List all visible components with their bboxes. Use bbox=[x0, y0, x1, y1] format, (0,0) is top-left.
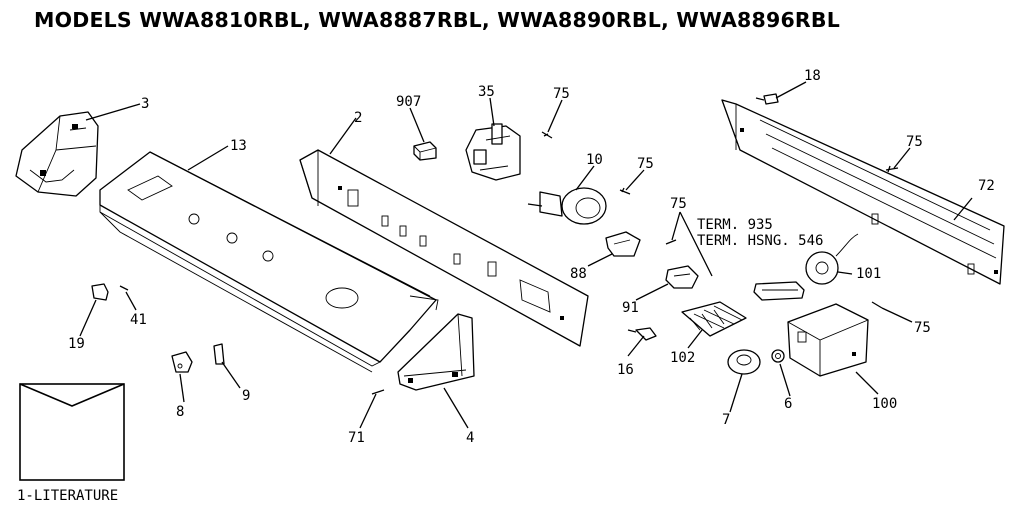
part-6-washer bbox=[771, 349, 785, 363]
callout-3: 3 bbox=[141, 96, 149, 112]
callout-91: 91 bbox=[622, 300, 639, 316]
callout-18: 18 bbox=[804, 68, 821, 84]
screw-75-e bbox=[871, 301, 883, 309]
leader-lines bbox=[79, 81, 973, 429]
callout-75-d: 75 bbox=[670, 196, 687, 212]
callout-907: 907 bbox=[396, 94, 421, 110]
note-term-935: TERM. 935 bbox=[697, 217, 773, 233]
callout-35: 35 bbox=[478, 84, 495, 100]
part-88-bracket bbox=[605, 231, 641, 257]
terminal-notes: TERM. 935 TERM. HSNG. 546 bbox=[697, 217, 823, 249]
diagram-title: MODELS WWA8810RBL, WWA8887RBL, WWA8890RB… bbox=[34, 8, 840, 32]
part-102-terminal-block bbox=[681, 301, 747, 337]
screw-75-d bbox=[885, 165, 899, 173]
callout-100: 100 bbox=[872, 396, 897, 412]
part-7-knob bbox=[727, 349, 761, 375]
literature-label: 1-LITERATURE bbox=[17, 488, 118, 504]
part-2-console-back bbox=[299, 149, 589, 347]
part-8-button bbox=[171, 351, 193, 373]
callout-19: 19 bbox=[68, 336, 85, 352]
part-3-end-cap bbox=[15, 111, 99, 197]
part-4-end-cap bbox=[397, 313, 475, 391]
callout-2: 2 bbox=[354, 110, 362, 126]
part-907-clip bbox=[413, 141, 437, 161]
screw-75-c bbox=[665, 239, 677, 245]
part-10-timer-motor bbox=[527, 187, 607, 225]
callout-72: 72 bbox=[978, 178, 995, 194]
part-101-motor bbox=[805, 233, 859, 285]
callout-102: 102 bbox=[670, 350, 695, 366]
callout-8: 8 bbox=[176, 404, 184, 420]
callout-75-a: 75 bbox=[553, 86, 570, 102]
callout-75-b: 75 bbox=[637, 156, 654, 172]
part-13-console-panel bbox=[99, 151, 439, 373]
callout-75-e: 75 bbox=[914, 320, 931, 336]
callout-labels: 3 13 2 907 35 75 10 75 18 75 72 75 88 91… bbox=[68, 68, 995, 446]
callout-88: 88 bbox=[570, 266, 587, 282]
callout-13: 13 bbox=[230, 138, 247, 154]
part-18-screw bbox=[755, 93, 779, 105]
part-72-rear-bracket bbox=[721, 99, 1005, 285]
callout-7: 7 bbox=[722, 412, 730, 428]
literature-envelope-icon bbox=[19, 383, 125, 481]
callout-101: 101 bbox=[856, 266, 881, 282]
part-91-switch bbox=[665, 265, 699, 289]
part-71-screw bbox=[371, 389, 385, 395]
callout-4: 4 bbox=[466, 430, 474, 446]
part-41-screw bbox=[119, 285, 129, 291]
part-9-clip bbox=[213, 343, 225, 365]
callout-71: 71 bbox=[348, 430, 365, 446]
callout-9: 9 bbox=[242, 388, 250, 404]
screw-75-a bbox=[541, 131, 553, 139]
part-terminal-housing bbox=[753, 281, 805, 301]
screw-75-b bbox=[619, 187, 631, 195]
callout-41: 41 bbox=[130, 312, 147, 328]
callout-75-c: 75 bbox=[906, 134, 923, 150]
callout-16: 16 bbox=[617, 362, 634, 378]
part-35-switch bbox=[465, 123, 521, 181]
note-term-hsng-546: TERM. HSNG. 546 bbox=[697, 233, 823, 249]
callout-6: 6 bbox=[784, 396, 792, 412]
callout-10: 10 bbox=[586, 152, 603, 168]
part-100-timer bbox=[787, 303, 869, 377]
part-19-clip bbox=[91, 283, 109, 301]
